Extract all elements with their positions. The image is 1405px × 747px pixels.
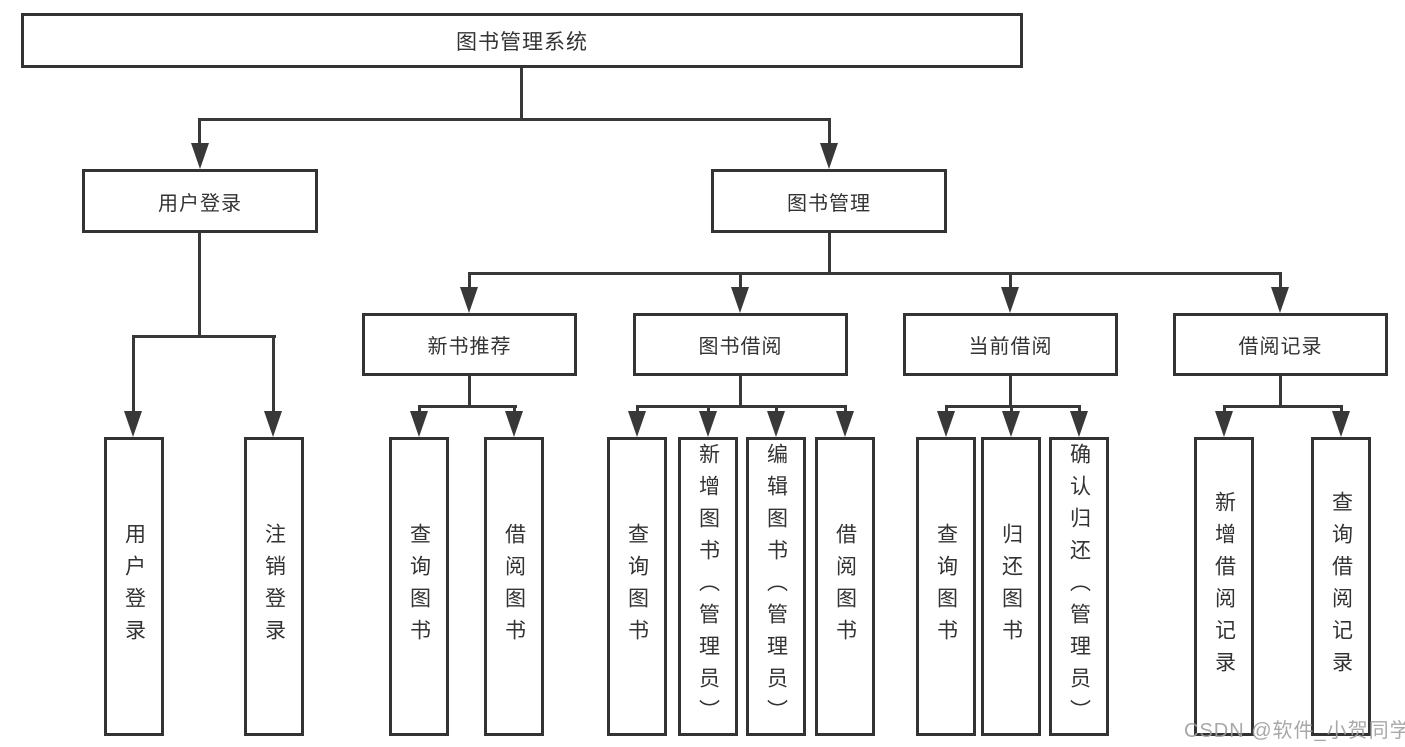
connector-line xyxy=(1223,405,1343,408)
node-label: 图书管理系统 xyxy=(456,30,588,54)
connector-line xyxy=(132,335,276,338)
arrowhead-icon xyxy=(505,411,523,437)
connector-line xyxy=(272,335,275,413)
node-root: 图书管理系统 xyxy=(21,13,1023,68)
node-leaf-cb-query-books: 查询图书 xyxy=(916,437,976,736)
node-leaf-cb-confirm-return-admin: 确认归还（管理员） xyxy=(1049,437,1109,736)
node-leaf-rec-borrow-books: 借阅图书 xyxy=(484,437,544,736)
arrowhead-icon xyxy=(460,287,478,313)
node-leaf-user-login: 用户登录 xyxy=(104,437,164,736)
node-label: 查询图书 xyxy=(625,522,649,651)
connector-line xyxy=(513,405,516,414)
node-label: 新书推荐 xyxy=(427,336,512,358)
node-label: 查询图书 xyxy=(407,522,431,651)
connector-line xyxy=(828,233,831,275)
node-label: 归还图书 xyxy=(999,522,1023,651)
connector-line xyxy=(844,405,847,414)
node-label: 新增图书（管理员） xyxy=(696,442,720,731)
connector-line xyxy=(468,272,1282,275)
arrowhead-icon xyxy=(699,411,717,437)
arrowhead-icon xyxy=(1215,411,1233,437)
arrowhead-icon xyxy=(820,143,838,169)
connector-line xyxy=(739,376,742,408)
connector-line xyxy=(775,405,778,414)
node-current-borrow: 当前借阅 xyxy=(903,313,1118,376)
node-leaf-logout: 注销登录 xyxy=(244,437,304,736)
arrowhead-icon xyxy=(767,411,785,437)
node-label: 图书借阅 xyxy=(698,336,783,358)
node-label: 借阅记录 xyxy=(1238,336,1323,358)
node-user-login: 用户登录 xyxy=(82,169,318,233)
node-leaf-rec-query-books: 查询图书 xyxy=(389,437,449,736)
connector-line xyxy=(1078,405,1081,414)
node-leaf-br-add-record: 新增借阅记录 xyxy=(1194,437,1254,736)
connector-line xyxy=(520,68,523,121)
connector-line xyxy=(707,405,710,414)
node-label: 确认归还（管理员） xyxy=(1067,442,1091,731)
node-leaf-br-query-record: 查询借阅记录 xyxy=(1311,437,1371,736)
node-label: 借阅图书 xyxy=(502,522,526,651)
arrowhead-icon xyxy=(1271,287,1289,313)
arrowhead-icon xyxy=(628,411,646,437)
arrowhead-icon xyxy=(1001,287,1019,313)
connector-line xyxy=(199,118,831,121)
node-book-borrow: 图书借阅 xyxy=(633,313,848,376)
node-label: 编辑图书（管理员） xyxy=(764,442,788,731)
arrowhead-icon xyxy=(264,411,282,437)
connector-line xyxy=(132,335,135,413)
connector-line xyxy=(1009,376,1012,408)
arrowhead-icon xyxy=(1002,411,1020,437)
arrowhead-icon xyxy=(191,143,209,169)
node-label: 查询借阅记录 xyxy=(1329,490,1353,683)
arrowhead-icon xyxy=(937,411,955,437)
arrowhead-icon xyxy=(836,411,854,437)
node-leaf-cb-return-books: 归还图书 xyxy=(981,437,1041,736)
node-new-book-rec: 新书推荐 xyxy=(362,313,577,376)
connector-line xyxy=(468,376,471,408)
arrowhead-icon xyxy=(410,411,428,437)
node-book-mgmt: 图书管理 xyxy=(711,169,947,233)
node-label: 新增借阅记录 xyxy=(1212,490,1236,683)
connector-line xyxy=(945,405,1081,408)
arrowhead-icon xyxy=(1332,411,1350,437)
connector-line xyxy=(198,118,201,145)
connector-line xyxy=(945,405,948,414)
connector-line xyxy=(418,405,421,414)
connector-line xyxy=(468,272,471,290)
connector-line xyxy=(739,272,742,290)
node-leaf-bb-edit-books-admin: 编辑图书（管理员） xyxy=(746,437,806,736)
connector-line xyxy=(198,233,201,338)
connector-line xyxy=(828,118,831,145)
connector-line xyxy=(1010,405,1013,414)
node-leaf-bb-borrow-books: 借阅图书 xyxy=(815,437,875,736)
node-label: 注销登录 xyxy=(262,522,286,651)
node-label: 图书管理 xyxy=(787,192,871,215)
connector-line xyxy=(1279,272,1282,290)
connector-line xyxy=(1009,272,1012,290)
node-label: 借阅图书 xyxy=(833,522,857,651)
arrowhead-icon xyxy=(731,287,749,313)
connector-line xyxy=(418,405,517,408)
node-label: 当前借阅 xyxy=(968,336,1053,358)
watermark: CSDN @软件_小贺同学 xyxy=(1184,720,1405,742)
connector-line xyxy=(1223,405,1226,414)
node-borrow-records: 借阅记录 xyxy=(1173,313,1388,376)
connector-line xyxy=(1279,376,1282,408)
node-label: 查询图书 xyxy=(934,522,958,651)
node-label: 用户登录 xyxy=(158,192,242,215)
arrowhead-icon xyxy=(124,411,142,437)
connector-line xyxy=(636,405,847,408)
node-label: 用户登录 xyxy=(122,522,146,651)
connector-line xyxy=(636,405,639,414)
arrowhead-icon xyxy=(1070,411,1088,437)
connector-line xyxy=(1340,405,1343,414)
node-leaf-bb-add-books-admin: 新增图书（管理员） xyxy=(678,437,738,736)
node-leaf-bb-query-books: 查询图书 xyxy=(607,437,667,736)
